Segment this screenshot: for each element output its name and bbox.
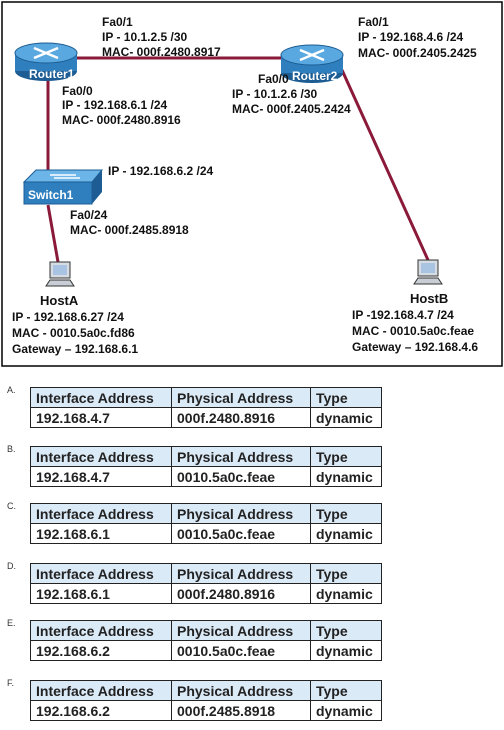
switch1-icon	[22, 169, 104, 205]
router2-fa01-iface: Fa0/1	[358, 15, 389, 29]
hostb-gateway: Gateway – 192.168.4.6	[352, 340, 479, 354]
network-topology-diagram: Router1 Router2 Switch1 Fa0/1 IP - 10.1.…	[1, 1, 503, 367]
cell-physical: 000f.2485.8918	[171, 700, 311, 721]
header-interface-address: Interface Address	[30, 680, 172, 701]
router1-fa00-iface: Fa0/0	[62, 84, 93, 98]
router2-fa00-mac: MAC- 000f.2405.2424	[232, 102, 351, 116]
header-interface-address: Interface Address	[30, 620, 172, 641]
hostb-mac: MAC - 0010.5a0c.feae	[352, 324, 475, 338]
router1-fa01-mac: MAC- 000f.2480.8917	[102, 45, 221, 59]
cell-interface: 192.168.6.2	[30, 700, 172, 721]
cell-type: dynamic	[310, 523, 382, 544]
cell-type: dynamic	[310, 583, 382, 604]
router1-icon	[14, 42, 78, 81]
hostb-ip: IP -192.168.4.7 /24	[352, 308, 454, 322]
cell-type: dynamic	[310, 407, 382, 428]
option-d-letter: D.	[7, 561, 16, 571]
switch1-name: Switch1	[28, 188, 74, 202]
cell-interface: 192.168.4.7	[30, 407, 172, 428]
header-interface-address: Interface Address	[30, 446, 172, 467]
hostb-name: HostB	[410, 291, 449, 306]
router2-fa00-iface: Fa0/0	[258, 72, 289, 86]
header-type: Type	[310, 563, 382, 584]
header-physical-address: Physical Address	[171, 680, 311, 701]
link-switch1-hosta	[46, 204, 60, 263]
cell-interface: 192.168.6.1	[30, 523, 172, 544]
cell-physical: 000f.2480.8916	[171, 407, 311, 428]
hosta-ip: IP - 192.168.6.27 /24	[12, 310, 124, 324]
header-type: Type	[310, 446, 382, 467]
router2-fa01-mac: MAC- 000f.2405.2425	[358, 46, 477, 60]
header-type: Type	[310, 680, 382, 701]
header-physical-address: Physical Address	[171, 563, 311, 584]
router2-fa01-ip: IP - 192.168.4.6 /24	[358, 30, 464, 44]
cell-physical: 0010.5a0c.feae	[171, 466, 311, 487]
router1-fa01-iface: Fa0/1	[102, 15, 133, 29]
header-interface-address: Interface Address	[30, 563, 172, 584]
cell-interface: 192.168.6.2	[30, 640, 172, 661]
cell-physical: 0010.5a0c.feae	[171, 640, 311, 661]
header-type: Type	[310, 620, 382, 641]
hosta-gateway: Gateway – 192.168.6.1	[12, 342, 139, 356]
header-interface-address: Interface Address	[30, 387, 172, 408]
hosta-mac: MAC - 0010.5a0c.fd86	[12, 326, 135, 340]
cell-physical: 0010.5a0c.feae	[171, 523, 311, 544]
router1-fa00-ip: IP - 192.168.6.1 /24	[62, 98, 168, 112]
router1-name: Router1	[29, 67, 75, 81]
hostb-computer-icon	[413, 259, 443, 285]
router2-fa00-ip: IP - 10.1.2.6 /30	[232, 87, 318, 101]
cell-type: dynamic	[310, 466, 382, 487]
cell-interface: 192.168.4.7	[30, 466, 172, 487]
switch1-ip: IP - 192.168.6.2 /24	[108, 164, 214, 178]
switch1-fa024-iface: Fa0/24	[70, 208, 108, 222]
header-physical-address: Physical Address	[171, 503, 311, 524]
header-physical-address: Physical Address	[171, 446, 311, 467]
cell-type: dynamic	[310, 700, 382, 721]
topology-canvas	[1, 1, 503, 367]
cell-interface: 192.168.6.1	[30, 583, 172, 604]
link-router2-hostb	[340, 69, 430, 261]
hosta-computer-icon	[45, 261, 75, 287]
router2-icon	[280, 44, 344, 83]
option-b-letter: B.	[7, 444, 16, 454]
cell-physical: 000f.2480.8916	[171, 583, 311, 604]
router1-fa00-mac: MAC- 000f.2480.8916	[62, 113, 181, 127]
header-interface-address: Interface Address	[30, 503, 172, 524]
option-e-letter: E.	[7, 618, 16, 628]
header-type: Type	[310, 503, 382, 524]
cell-type: dynamic	[310, 640, 382, 661]
option-c-letter: C.	[7, 501, 16, 511]
router2-name: Router2	[292, 69, 338, 83]
router1-fa01-ip: IP - 10.1.2.5 /30	[102, 30, 188, 44]
header-physical-address: Physical Address	[171, 387, 311, 408]
option-a-letter: A.	[7, 385, 16, 395]
option-f-letter: F.	[7, 678, 15, 688]
header-physical-address: Physical Address	[171, 620, 311, 641]
header-type: Type	[310, 387, 382, 408]
switch1-fa024-mac: MAC- 000f.2485.8918	[70, 223, 189, 237]
hosta-name: HostA	[40, 293, 79, 308]
